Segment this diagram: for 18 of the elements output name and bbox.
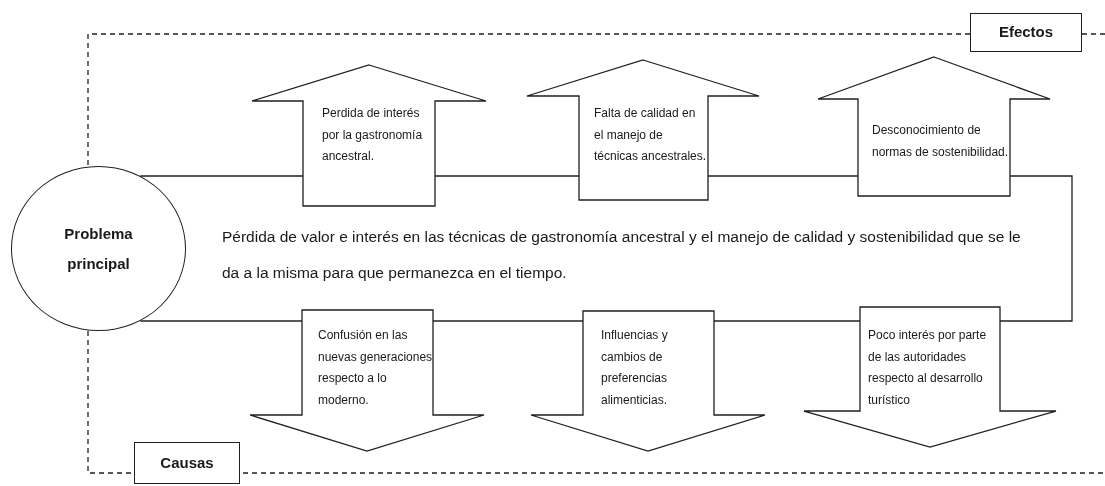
section-title: Efectos <box>998 22 1054 43</box>
up-block-arrow <box>818 57 1050 196</box>
arrow-text: Falta de calidad en el manejo de técnicas ancestrales. <box>594 105 708 165</box>
arrow-text: Influencias y cambios de preferencias alimenticias. <box>601 327 669 409</box>
problem-statement: Pérdida de valor e interés en las técnicas de gastronomía ancestral y el manejo de calidad y sostenibilidad que se le da a la misma para que permanezca en el tiempo. <box>222 227 1022 283</box>
circle-title: Problema principal <box>63 223 134 274</box>
up-block-arrow <box>527 60 759 200</box>
arrow-text: Desconocimiento de normas de sostenibilidad. <box>872 122 1010 161</box>
arrow-text: Poco interés por parte de las autoridades respecto al desarrollo turístico <box>868 327 988 409</box>
section-title: Causas <box>160 452 214 473</box>
section-label-box <box>134 442 240 484</box>
arrow-text: Confusión en las nuevas generaciones respecto a lo moderno. <box>318 327 433 409</box>
up-block-arrow <box>252 65 486 206</box>
down-block-arrow <box>250 310 484 451</box>
arrow-text: Perdida de interés por la gastronomía ancestral. <box>322 105 424 165</box>
section-label-box <box>970 13 1082 52</box>
down-block-arrow <box>804 307 1056 447</box>
down-block-arrow <box>531 311 765 451</box>
